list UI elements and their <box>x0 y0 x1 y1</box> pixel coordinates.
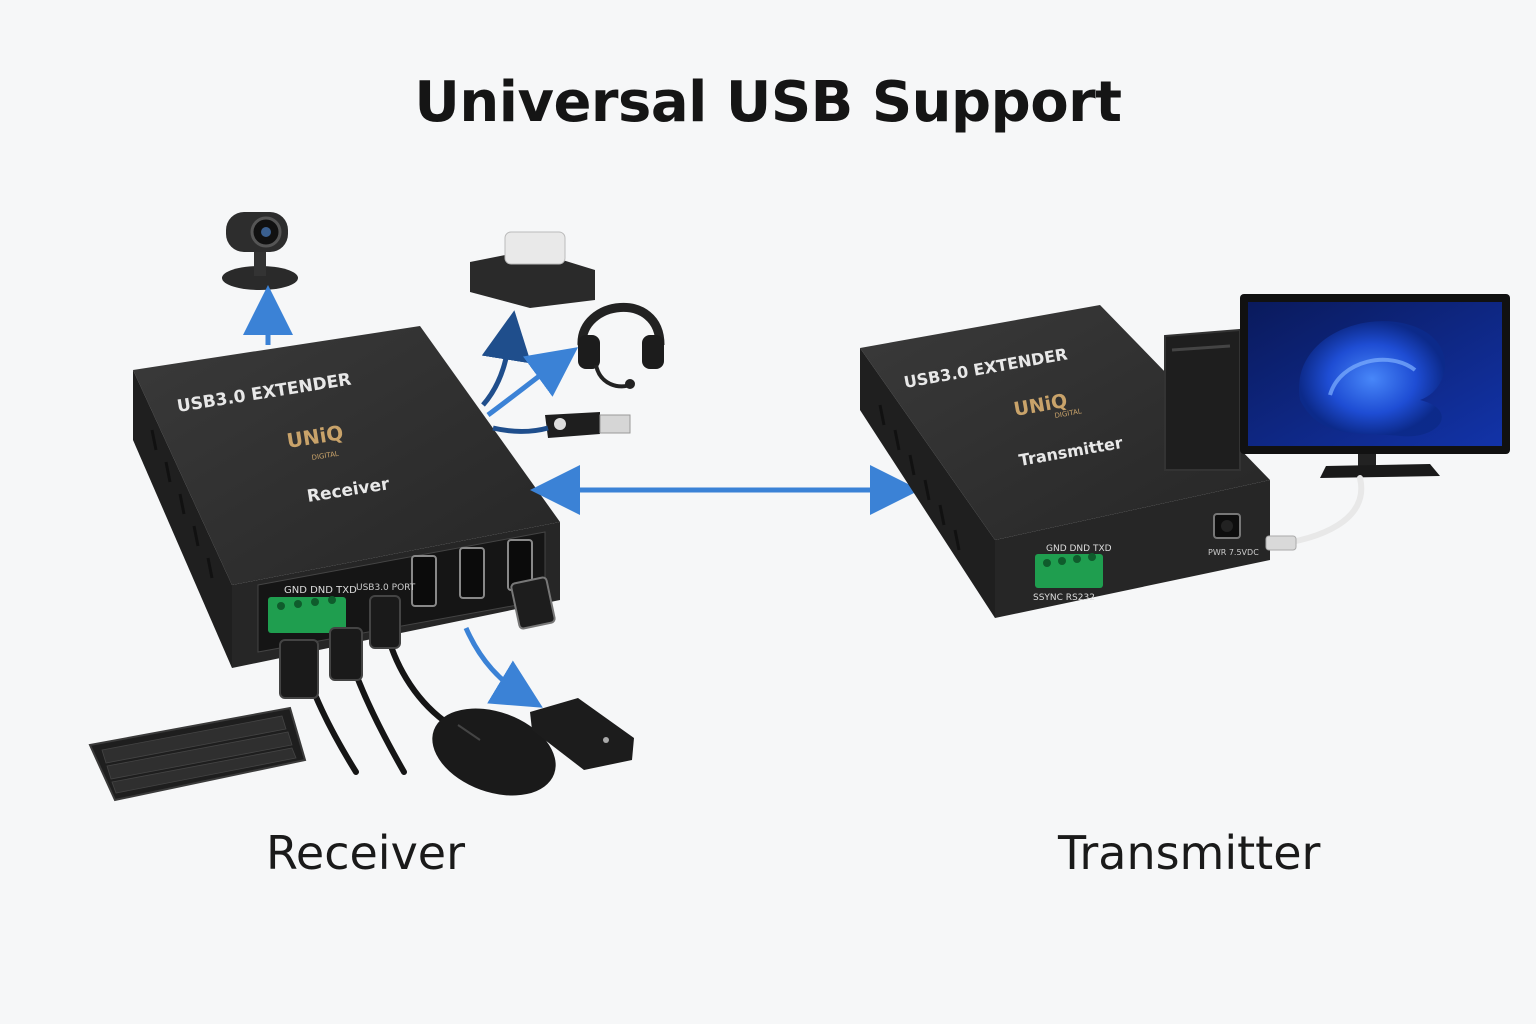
transmitter-terminal-label: GND DND TXD <box>1046 544 1112 554</box>
mouse-icon <box>432 708 556 796</box>
transmitter-terminal-sub: SSYNC RS232 <box>1033 593 1095 603</box>
usb-dongle-icon <box>530 698 634 770</box>
keyboard-icon <box>88 706 307 802</box>
transmitter-device: GND DND TXD SSYNC RS232 PWR 7.5VDC USB3.… <box>860 305 1270 618</box>
transmitter-power-label: PWR 7.5VDC <box>1208 548 1259 557</box>
receiver-arrows-up <box>243 285 579 434</box>
receiver-port-label: USB3.0 PORT <box>356 583 416 593</box>
receiver-arrow-down <box>463 626 543 708</box>
receiver-terminal-label: GND DND TXD <box>284 585 357 596</box>
transmitter-terminal-block <box>1035 554 1103 588</box>
webcam-icon <box>222 212 298 290</box>
receiver-device: GND DND TXD USB3.0 PORT USB3.0 EXTENDER … <box>133 326 560 668</box>
headset-icon <box>577 303 665 389</box>
card-reader-icon <box>470 231 595 308</box>
receiver-caption: Receiver <box>266 826 466 880</box>
transmitter-caption: Transmitter <box>1058 826 1321 880</box>
page-title: Universal USB Support <box>414 70 1122 135</box>
receiver-terminal-block <box>268 597 346 633</box>
monitor-icon <box>1240 294 1510 478</box>
usb-cable-to-pc <box>1267 475 1365 548</box>
receiver-usb-ports <box>411 539 533 607</box>
usb-drive-icon <box>545 412 631 438</box>
pc-tower-icon <box>1164 328 1241 471</box>
receiver-plugs <box>279 576 556 699</box>
